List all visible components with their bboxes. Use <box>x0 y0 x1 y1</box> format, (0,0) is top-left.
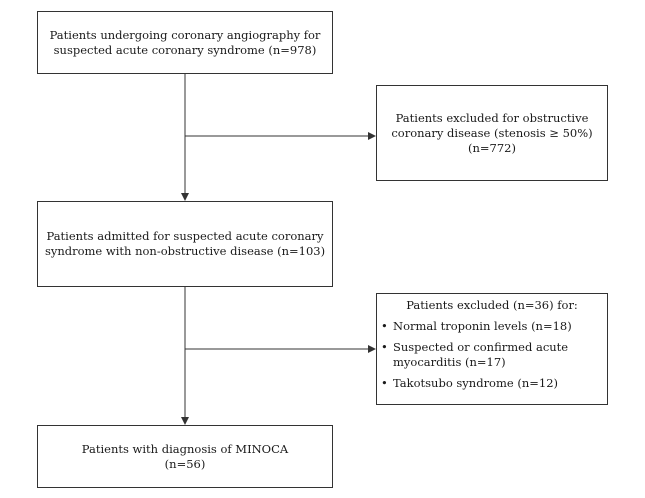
bullet-icon: • <box>381 376 388 390</box>
box-text-line: Patients undergoing coronary angiography… <box>49 27 321 42</box>
list-item-text: Suspected or confirmed acute <box>393 340 569 354</box>
box-text-line: Patients excluded for obstructive <box>395 110 589 125</box>
box-excluded-obstructive: Patients excluded for obstructive corona… <box>376 85 608 181</box>
box-non-obstructive-disease: Patients admitted for suspected acute co… <box>37 201 333 287</box>
box-title: Patients excluded (n=36) for: <box>406 298 578 312</box>
list-item-text: Takotsubo syndrome (n=12) <box>393 376 558 390</box>
box-text-line: (n=56) <box>164 456 206 471</box>
list-item: • Normal troponin levels (n=18) <box>381 319 572 334</box>
list-item: • Takotsubo syndrome (n=12) <box>381 376 572 391</box>
box-minoca-diagnosis: Patients with diagnosis of MINOCA (n=56) <box>37 425 333 488</box>
box-text-line: suspected acute coronary syndrome (n=978… <box>53 42 317 57</box>
box-text-line: Patients admitted for suspected acute co… <box>46 229 324 243</box>
list-item-text: myocarditis (n=17) <box>393 355 506 369</box>
list-item: • Suspected or confirmed acute myocardit… <box>381 340 572 370</box>
bullet-icon: • <box>381 340 388 354</box>
box-excluded-36: Patients excluded (n=36) for: • Normal t… <box>376 293 608 405</box>
box-coronary-angiography: Patients undergoing coronary angiography… <box>37 11 333 74</box>
box-text-line: Patients with diagnosis of MINOCA <box>81 441 289 456</box>
exclusion-list: • Normal troponin levels (n=18) • Suspec… <box>381 319 572 397</box>
bullet-icon: • <box>381 319 388 333</box>
box-text-line: syndrome with non-obstructive disease (n… <box>44 244 326 258</box>
box-text-line: (n=772) <box>468 140 516 155</box>
box-text-line: coronary disease (stenosis ≥ 50%) <box>391 125 593 140</box>
list-item-text: Normal troponin levels (n=18) <box>393 319 572 333</box>
